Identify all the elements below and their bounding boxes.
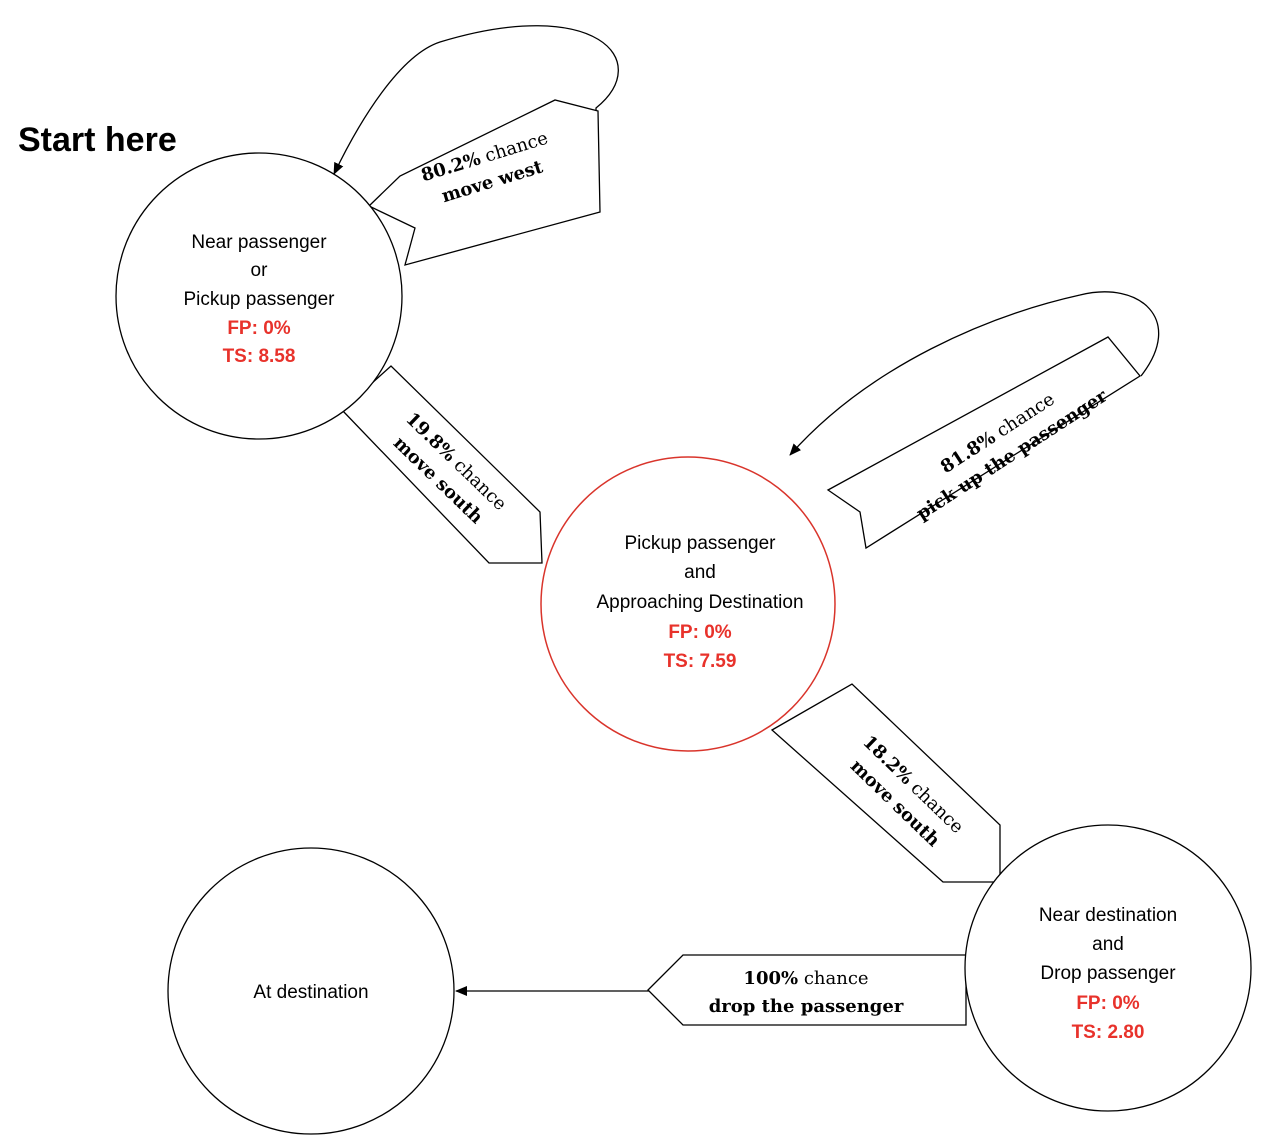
node-label-line: and: [684, 562, 716, 583]
self-loop-arrow-pick-up: [789, 291, 1160, 456]
node-label-line: Pickup passenger: [624, 533, 776, 554]
node-ts: TS: 2.80: [1072, 1022, 1145, 1043]
node-ts: TS: 7.59: [664, 651, 737, 672]
node-fp: FP: 0%: [668, 622, 731, 643]
node-fp: FP: 0%: [1076, 993, 1139, 1014]
edge-callout-drop: [647, 954, 967, 1026]
node-label-line: Approaching Destination: [596, 592, 803, 613]
svg-text:100% chance: 100% chance: [743, 968, 868, 989]
node-label-line: and: [1092, 934, 1124, 955]
svg-text:drop the passenger: drop the passenger: [709, 996, 904, 1017]
state-node-pickup-approaching[interactable]: Pickup passenger and Approaching Destina…: [540, 456, 836, 752]
state-node-at-destination[interactable]: At destination: [167, 847, 455, 1135]
state-node-near-destination[interactable]: Near destination and Drop passenger FP: …: [964, 824, 1252, 1112]
node-label-line: At destination: [253, 982, 368, 1003]
diagram-title: Start here: [18, 121, 177, 159]
edge-callout-move-south-1: [341, 365, 543, 564]
state-node-near-passenger[interactable]: Near passenger or Pickup passenger FP: 0…: [115, 152, 403, 440]
edge-callout-move-west: [367, 99, 601, 266]
edge-label-drop: 100% chance drop the passenger: [709, 968, 904, 1017]
node-fp: FP: 0%: [227, 318, 290, 339]
node-label-line: Near passenger: [191, 232, 327, 253]
node-label-line: Drop passenger: [1040, 963, 1176, 984]
node-label-line: or: [251, 260, 269, 281]
node-label-line: Near destination: [1039, 905, 1177, 926]
edge-callout-move-south-2: [770, 683, 1001, 883]
self-loop-arrow-move-west: [333, 25, 619, 264]
node-label-line: Pickup passenger: [183, 289, 335, 310]
node-ts: TS: 8.58: [223, 346, 296, 367]
edge-callout-pick-up: [826, 336, 1141, 550]
